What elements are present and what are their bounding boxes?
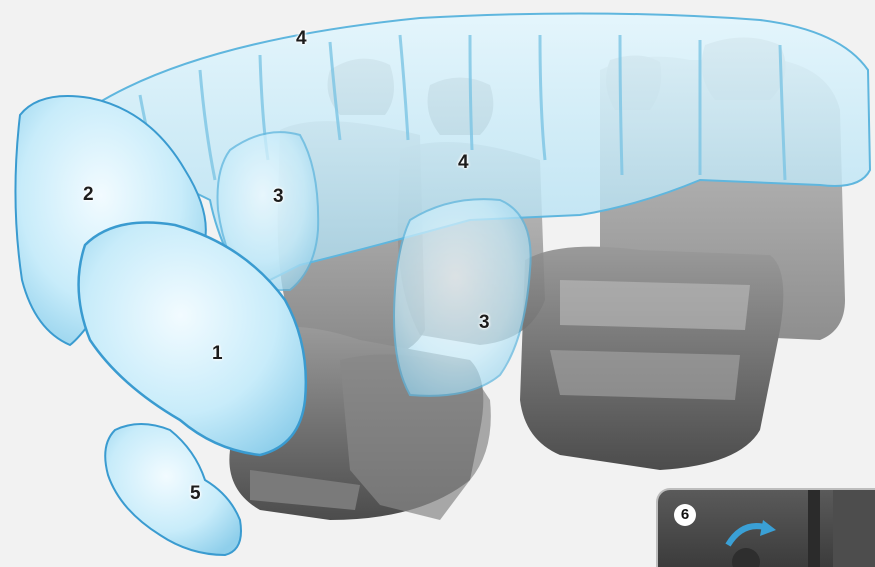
label-curtain-airbag-top: 4 (296, 28, 307, 50)
label-side-airbag-2: 2 (83, 184, 94, 206)
label-front-airbag: 1 (212, 343, 223, 365)
side-airbag-passenger (394, 199, 531, 396)
label-curtain-airbag-mid: 4 (458, 152, 469, 174)
label-knee-airbag: 5 (190, 483, 201, 505)
inset-art (658, 490, 875, 567)
label-side-airbag-front: 3 (273, 186, 284, 208)
inset-panel: 6 (656, 488, 875, 567)
label-side-airbag-passenger: 3 (479, 312, 490, 334)
